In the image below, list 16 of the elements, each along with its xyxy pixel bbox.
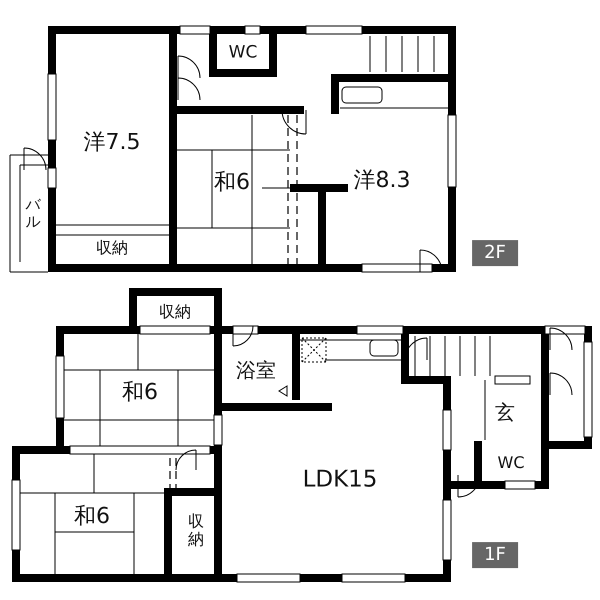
room-label: 和6 bbox=[122, 380, 158, 406]
room-label: 収納 bbox=[159, 303, 191, 321]
room-label: 和6 bbox=[74, 504, 110, 530]
room-label: 玄 bbox=[495, 401, 515, 423]
floor-badge: 1F bbox=[472, 542, 518, 568]
room-label: 浴室 bbox=[236, 359, 276, 381]
room-label: WC bbox=[498, 454, 524, 472]
room-label: バル bbox=[26, 196, 40, 230]
room-label: WC bbox=[228, 44, 258, 62]
room-label: LDK15 bbox=[302, 467, 378, 493]
floor-badge: 2F bbox=[472, 240, 518, 266]
room-label: 和6 bbox=[214, 170, 250, 196]
room-label: 洋8.3 bbox=[354, 168, 410, 194]
room-label: 洋7.5 bbox=[84, 130, 140, 156]
room-label: 収納 bbox=[188, 512, 204, 548]
room-label: 収納 bbox=[96, 239, 128, 257]
